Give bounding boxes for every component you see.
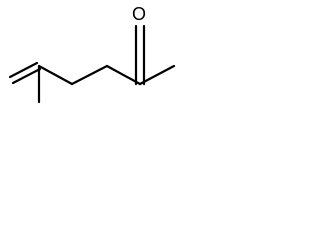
skeletal-structure-diagram: O	[8, 4, 176, 104]
chain-bond-4	[138, 64, 176, 86]
chain-bond-1	[37, 64, 74, 86]
terminal-double-bond-line-2	[11, 67, 42, 85]
chain-bond-2	[70, 64, 109, 86]
terminal-double-bond-line-1	[8, 61, 39, 79]
chain-bond-3	[105, 64, 142, 86]
oxygen-atom-label: O	[132, 4, 146, 24]
